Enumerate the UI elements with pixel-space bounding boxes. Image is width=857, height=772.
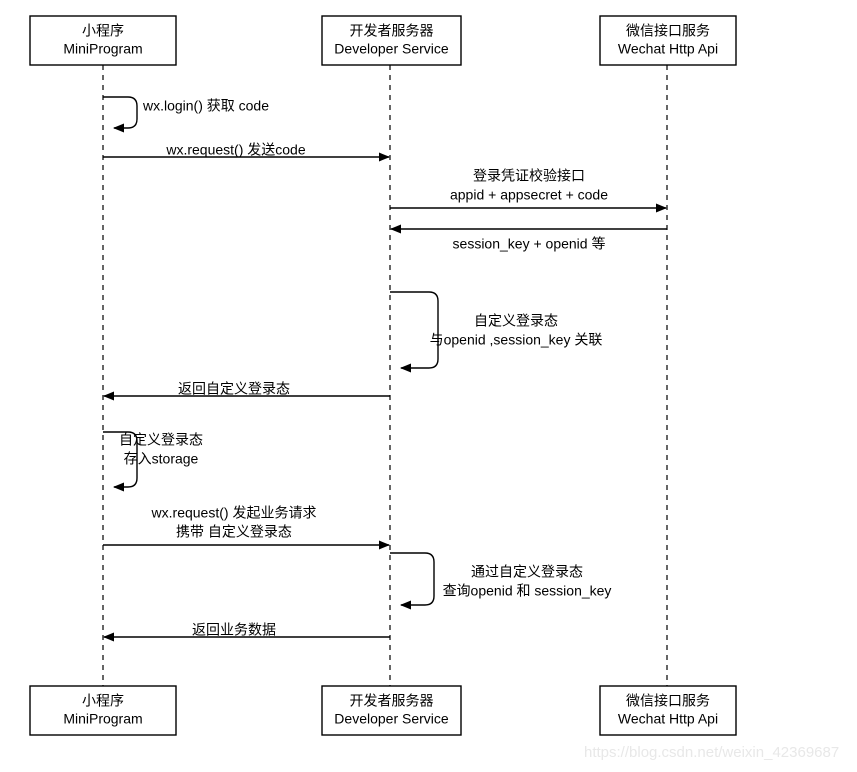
actor-box-miniprogram-bottom[interactable]: 小程序 MiniProgram	[29, 685, 177, 736]
self-message-loop	[103, 431, 138, 492]
actor-title-en: Wechat Http Api	[618, 41, 718, 57]
actor-box-developer-service-bottom[interactable]: 开发者服务器 Developer Service	[321, 685, 462, 736]
actor-title-en: Developer Service	[334, 41, 449, 57]
actor-title-cn: 微信接口服务	[626, 693, 710, 709]
actor-title-cn: 小程序	[82, 23, 124, 39]
messages-layer: wx.login() 获取 code wx.request() 发送code 登录凭…	[103, 96, 667, 642]
self-message-loop	[390, 552, 435, 610]
actor-box-wechat-http-api-bottom[interactable]: 微信接口服务 Wechat Http Api	[599, 685, 737, 736]
message-label: 返回自定义登录态	[178, 381, 290, 397]
message-msg-2[interactable]: wx.request() 发送code	[103, 142, 390, 162]
actor-box-frame	[29, 685, 177, 736]
actor-box-frame	[599, 685, 737, 736]
actor-title-en: MiniProgram	[63, 41, 142, 57]
self-message-loop	[103, 96, 138, 133]
actor-box-wechat-http-api-top[interactable]: 微信接口服务 Wechat Http Api	[599, 15, 737, 66]
actor-box-frame	[29, 15, 177, 66]
actor-title-en: MiniProgram	[63, 711, 142, 727]
message-label: wx.request() 发送code	[165, 142, 305, 158]
message-label: appid + appsecret + code	[450, 187, 608, 203]
message-msg-4[interactable]: session_key + openid 等	[390, 224, 667, 252]
actor-box-frame	[321, 15, 462, 66]
lifelines-layer	[102, 65, 668, 686]
actor-box-miniprogram-top[interactable]: 小程序 MiniProgram	[29, 15, 177, 66]
actor-box-frame	[321, 685, 462, 736]
self-message-loop	[390, 291, 439, 373]
message-label: wx.login() 获取 code	[142, 98, 269, 114]
message-label: 携带 自定义登录态	[176, 524, 292, 540]
watermark-text: https://blog.csdn.net/weixin_42369687	[584, 744, 840, 761]
message-label: session_key + openid 等	[453, 236, 606, 252]
actor-title-en: Wechat Http Api	[618, 711, 718, 727]
actor-title-cn: 开发者服务器	[350, 23, 434, 39]
actors-layer: 小程序 MiniProgram 小程序 MiniProgram 开发者服务器 Develo…	[29, 15, 737, 736]
actor-title-cn: 开发者服务器	[350, 693, 434, 709]
actor-box-developer-service-top[interactable]: 开发者服务器 Developer Service	[321, 15, 462, 66]
message-msg-1[interactable]: wx.login() 获取 code	[103, 96, 269, 133]
actor-title-en: Developer Service	[334, 711, 449, 727]
message-label: 自定义登录态	[119, 432, 203, 448]
actor-title-cn: 微信接口服务	[626, 23, 710, 39]
message-label: 登录凭证校验接口	[473, 168, 585, 184]
message-label: 存入storage	[124, 451, 199, 467]
message-label: 返回业务数据	[192, 622, 276, 638]
actor-title-cn: 小程序	[82, 693, 124, 709]
message-msg-3[interactable]: 登录凭证校验接口 appid + appsecret + code	[390, 168, 667, 213]
actor-box-frame	[599, 15, 737, 66]
message-label: 查询openid 和 session_key	[443, 583, 612, 599]
message-label: 与openid ,session_key 关联	[430, 332, 603, 348]
message-msg-6[interactable]: 返回自定义登录态	[103, 381, 390, 401]
message-label: 通过自定义登录态	[471, 564, 583, 580]
message-msg-10[interactable]: 返回业务数据	[103, 622, 390, 642]
message-label: wx.request() 发起业务请求	[151, 505, 317, 521]
message-label: 自定义登录态	[474, 313, 558, 329]
